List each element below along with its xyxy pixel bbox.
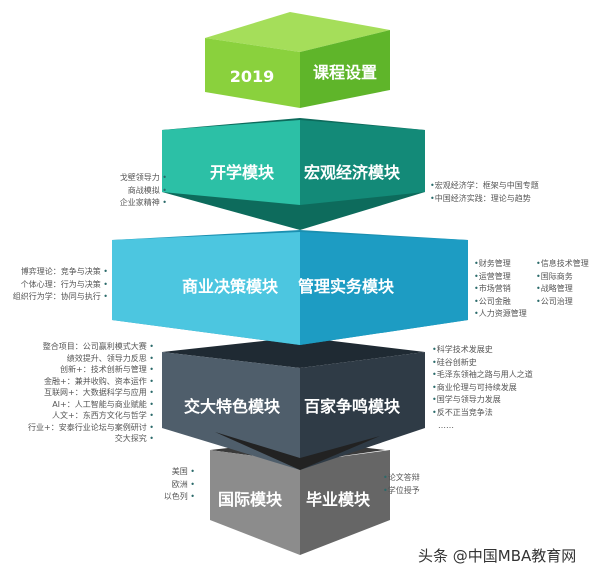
list-macro-items: 宏观经济学：框架与中国专题中国经济实践：理论与趋势 — [430, 180, 539, 205]
list-item: 金融+：兼并收购、资本运作 — [28, 376, 154, 388]
block-graduation: 国际模块 毕业模块 — [210, 440, 390, 555]
block-label-opening: 开学模块 — [210, 163, 275, 182]
list-item: 博弈理论：竞争与决策 — [13, 266, 108, 279]
list-international-items: 美国欧洲以色列 — [164, 466, 195, 504]
block-label-curriculum-setup: 课程设置 — [313, 63, 377, 82]
list-item: 硅谷创新史 — [432, 357, 533, 370]
block-2019-curriculum: 2019 课程设置 — [205, 12, 390, 108]
list-item: 信息技术管理 — [536, 258, 589, 271]
list-item: 运营管理 — [474, 271, 527, 284]
list-item: 商业伦理与可持续发展 — [432, 382, 533, 395]
list-item: 戈壁领导力 — [120, 172, 167, 185]
block-label-management-practice: 管理实务模块 — [298, 277, 395, 296]
list-opening-items: 戈壁领导力商战模拟企业家精神 — [120, 172, 167, 210]
list-item: 互联网+：大数据科学与应用 — [28, 387, 154, 399]
block-label-business-decision: 商业决策模块 — [182, 277, 279, 296]
list-item: 整合项目：公司赢利模式大赛 — [28, 341, 154, 353]
list-item: 个体心理：行为与决策 — [13, 279, 108, 292]
list-item: 行业+：安泰行业论坛与案例研讨 — [28, 422, 154, 434]
list-item: 宏观经济学：框架与中国专题 — [430, 180, 539, 193]
list-management-items-a: 财务管理运营管理市场营销公司金融人力资源管理 — [474, 258, 527, 321]
list-item: AI+：人工智能与商业赋能 — [28, 399, 154, 411]
list-item: 公司金融 — [474, 296, 527, 309]
list-item: 学位授予 — [383, 485, 420, 498]
block-label-international: 国际模块 — [218, 490, 283, 509]
list-item: 公司治理 — [536, 296, 589, 309]
block-label-jiaoda-special: 交大特色模块 — [184, 397, 281, 416]
list-item: 市场营销 — [474, 283, 527, 296]
list-item: 毛泽东领袖之路与用人之道 — [432, 369, 533, 382]
list-item: 财务管理 — [474, 258, 527, 271]
list-item: 创新+：技术创新与管理 — [28, 364, 154, 376]
list-item: 战略管理 — [536, 283, 589, 296]
list-item: 美国 — [164, 466, 195, 479]
block-opening: 开学模块 宏观经济模块 — [162, 118, 425, 230]
list-management-items-b: 信息技术管理国际商务战略管理公司治理 — [536, 258, 589, 308]
list-item: 中国经济实践：理论与趋势 — [430, 193, 539, 206]
list-jiaoda-special-items: 整合项目：公司赢利模式大赛绩效提升、领导力反思创新+：技术创新与管理金融+：兼并… — [28, 341, 154, 445]
list-item: 以色列 — [164, 491, 195, 504]
list-item: 国际商务 — [536, 271, 589, 284]
more-ellipsis: …… — [438, 421, 454, 430]
list-hundred-schools-items: 科学技术发展史硅谷创新史毛泽东领袖之路与用人之道商业伦理与可持续发展国学与领导力… — [432, 344, 533, 419]
watermark: 头条 @中国MBA教育网 — [418, 547, 577, 565]
list-graduation-items: 论文答辩学位授予 — [383, 472, 420, 497]
list-item: 商战模拟 — [120, 185, 167, 198]
list-item: 企业家精神 — [120, 197, 167, 210]
list-item: 反不正当竞争法 — [432, 407, 533, 420]
list-item: 科学技术发展史 — [432, 344, 533, 357]
list-item: 欧洲 — [164, 479, 195, 492]
list-business-decision-items: 博弈理论：竞争与决策个体心理：行为与决策组织行为学：协同与执行 — [13, 266, 108, 304]
block-business: 商业决策模块 管理实务模块 — [112, 230, 468, 345]
block-label-graduation: 毕业模块 — [306, 490, 371, 509]
block-label-year: 2019 — [230, 67, 275, 86]
list-item: 组织行为学：协同与执行 — [13, 291, 108, 304]
list-item: 人文+：东西方文化与哲学 — [28, 410, 154, 422]
block-label-hundred-schools: 百家争鸣模块 — [304, 397, 401, 416]
list-item: 交大探究 — [28, 433, 154, 445]
block-special: 交大特色模块 百家争鸣模块 — [162, 337, 425, 470]
list-item: 人力资源管理 — [474, 308, 527, 321]
block-label-macroeconomics: 宏观经济模块 — [304, 163, 401, 182]
list-item: 绩效提升、领导力反思 — [28, 353, 154, 365]
list-item: 国学与领导力发展 — [432, 394, 533, 407]
list-item: 论文答辩 — [383, 472, 420, 485]
